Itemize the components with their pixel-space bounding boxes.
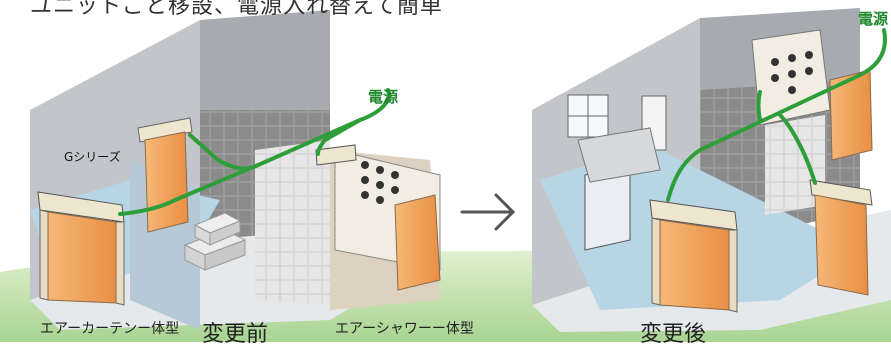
bench — [577, 127, 661, 183]
shower-nozzles — [361, 161, 399, 204]
tiled-side — [255, 140, 330, 305]
g-series-label: Gシリーズ — [64, 150, 121, 164]
power-lines-after — [666, 28, 887, 202]
after-partition — [765, 115, 825, 215]
shower-shutter — [394, 194, 441, 291]
air-curtain-door — [37, 191, 125, 306]
after-caption: 変更後 — [640, 322, 707, 347]
before-scene — [30, 10, 441, 330]
before-caption: 変更前 — [202, 322, 269, 347]
air-curtain-label: エアーカーテンー体型 — [40, 321, 180, 337]
air-shower-label: エアーシャワーー体型 — [335, 321, 474, 337]
power-lines-before — [118, 88, 391, 216]
after-scene — [532, 8, 891, 332]
heading-text: ユニットごと移設、電源入れ替えて簡単 — [30, 0, 443, 19]
shower-door-header — [315, 144, 357, 166]
power-label-after: 電源 — [858, 10, 889, 28]
after-door-right — [809, 179, 873, 296]
box-stack — [183, 212, 247, 271]
arrow-right-icon — [460, 193, 516, 231]
after-shower-nozzles — [771, 51, 813, 94]
after-shower-shutter — [829, 69, 873, 161]
after-door-left — [649, 199, 738, 313]
power-label-before: 電源 — [368, 88, 399, 106]
